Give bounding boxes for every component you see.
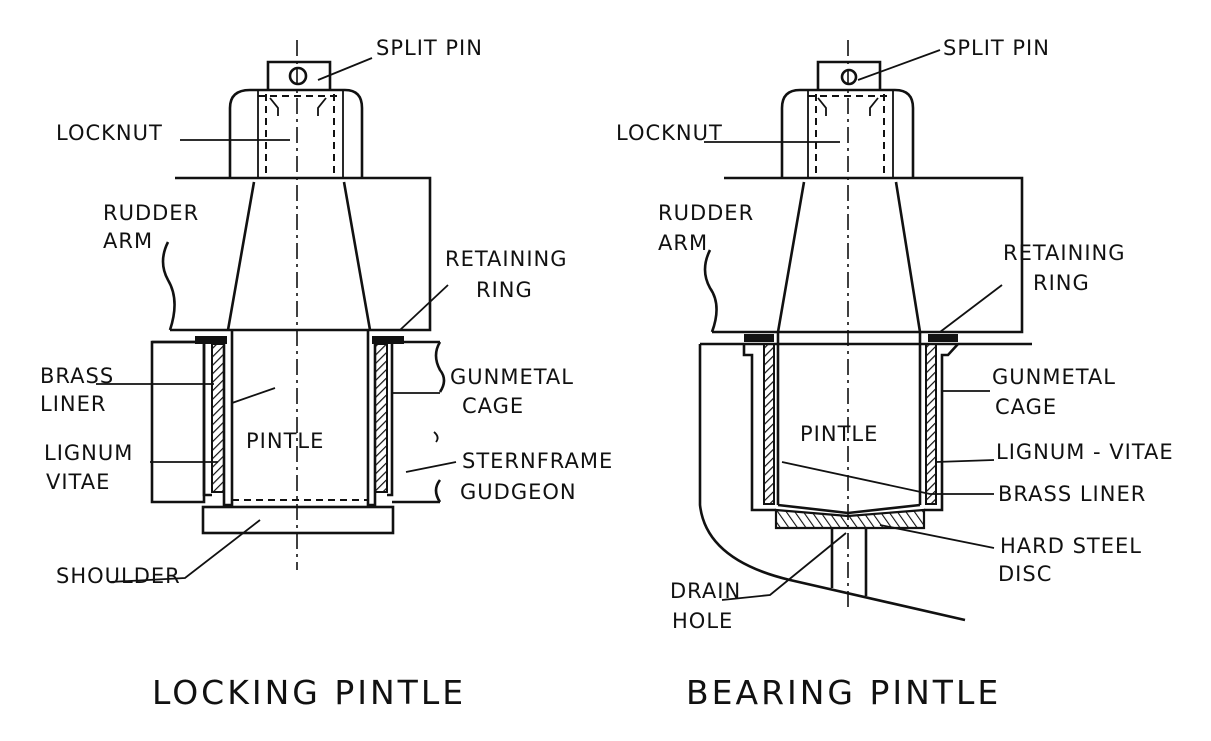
label-brass-liner-r: BRASS LINER <box>998 482 1146 506</box>
label-cage-l: CAGE <box>462 394 524 418</box>
left-gudgeon-right <box>392 340 440 504</box>
locking-pintle-labels: SPLIT PIN LOCKNUT RUDDER ARM RETAINING R… <box>40 36 613 712</box>
label-sternframe-l: STERNFRAME <box>462 449 613 473</box>
label-hard-steel-r: HARD STEEL <box>1000 534 1142 558</box>
label-pintle-r: PINTLE <box>800 422 878 446</box>
label-retaining-l: RETAINING <box>445 247 568 271</box>
right-drain-hole <box>830 528 868 596</box>
label-split-pin-r: SPLIT PIN <box>943 36 1050 60</box>
label-disc-r: DISC <box>998 562 1052 586</box>
right-locknut <box>780 88 915 178</box>
label-lignum-l: LIGNUM <box>44 441 133 465</box>
left-retaining-ring-r <box>372 336 404 344</box>
label-shoulder-l: SHOULDER <box>56 564 181 588</box>
bearing-pintle-labels: SPLIT PIN LOCKNUT RUDDER ARM RETAINING R… <box>616 36 1174 712</box>
label-cage-r: CAGE <box>995 395 1057 419</box>
left-gudgeon-left <box>150 340 206 504</box>
right-retaining-ring-r <box>928 334 958 342</box>
right-sternframe <box>698 344 966 622</box>
label-rudder-l: RUDDER <box>103 201 199 225</box>
label-gunmetal-l: GUNMETAL <box>450 365 574 389</box>
right-rudder-arm <box>712 176 1024 334</box>
right-pintle-taper <box>776 181 922 333</box>
label-pintle-l: PINTLE <box>246 429 324 453</box>
label-split-pin-l: SPLIT PIN <box>376 36 483 60</box>
right-lignum-vitae-r <box>925 343 937 505</box>
left-locknut <box>228 88 364 178</box>
caption-locking-pintle: LOCKING PINTLE <box>152 673 466 712</box>
left-split-pin-hole <box>288 66 308 86</box>
right-lignum-vitae-l <box>763 343 775 505</box>
left-pintle-taper <box>226 181 372 331</box>
label-lignum-vitae-r: LIGNUM - VITAE <box>996 440 1174 464</box>
bearing-pintle-drawing <box>698 40 1032 622</box>
label-locknut-r: LOCKNUT <box>616 121 723 145</box>
left-rudder-arm <box>170 176 432 332</box>
label-arm-l: ARM <box>103 229 153 253</box>
label-ring-r: RING <box>1033 271 1090 295</box>
right-pin-top <box>816 60 882 90</box>
label-vitae-l: VITAE <box>46 470 110 494</box>
left-retaining-ring-l <box>195 336 227 344</box>
label-locknut-l: LOCKNUT <box>56 121 163 145</box>
label-ring-l: RING <box>476 278 533 302</box>
right-split-pin-hole <box>840 68 858 86</box>
label-arm-r: ARM <box>658 231 708 255</box>
locking-pintle-drawing <box>96 40 457 583</box>
left-shoulder <box>201 505 395 535</box>
right-retaining-ring-l <box>744 334 774 342</box>
label-brass-l: BRASS <box>40 364 114 388</box>
label-rudder-r: RUDDER <box>658 201 754 225</box>
label-drain-r: DRAIN <box>670 579 741 603</box>
left-lignum-vitae-l <box>211 343 225 493</box>
label-retaining-r: RETAINING <box>1003 241 1126 265</box>
label-gunmetal-r: GUNMETAL <box>992 365 1116 389</box>
caption-bearing-pintle: BEARING PINTLE <box>686 673 1001 712</box>
label-hole-r: HOLE <box>672 609 733 633</box>
label-gudgeon-l: GUDGEON <box>460 480 577 504</box>
right-hard-steel-disc <box>774 508 926 530</box>
left-lignum-vitae-r <box>374 343 388 493</box>
label-liner-l: LINER <box>40 392 106 416</box>
left-pin-top <box>266 60 332 90</box>
